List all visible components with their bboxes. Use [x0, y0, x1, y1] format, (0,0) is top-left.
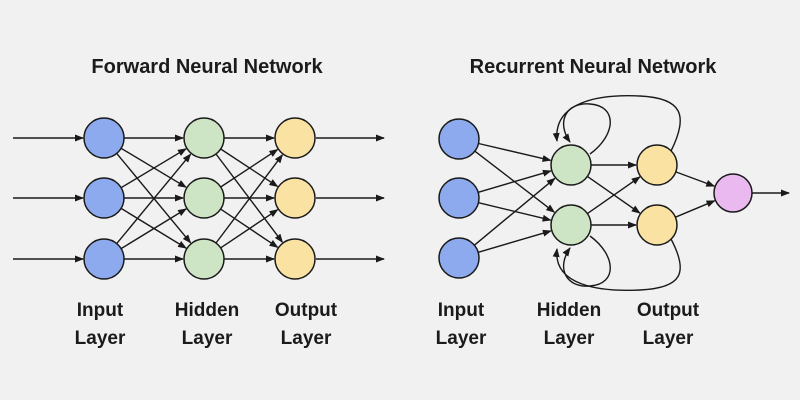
fnn-node-i2-input [83, 177, 125, 219]
fnn-node-i3-input [83, 238, 125, 280]
edge-rnn-i3-h1 [473, 177, 556, 246]
edge-fnn-h3-o1 [215, 154, 284, 244]
edge-rnn-i1-h1 [478, 142, 552, 162]
rnn-node-h1-hidden [550, 144, 592, 186]
edge-rnn-o1-c1 [675, 171, 716, 187]
fnn-node-o2-output [274, 177, 316, 219]
fnn-node-h2-hidden [183, 177, 225, 219]
edge-fnn-i3-h2 [120, 208, 187, 250]
rnn-title: Recurrent Neural Network [469, 56, 717, 78]
rnn-node-h2-hidden [550, 204, 592, 246]
fnn-node-o1-output [274, 117, 316, 159]
fnn-node-h3-hidden [183, 238, 225, 280]
edge-rnn-o2-c1 [675, 200, 716, 218]
fnn-title: Forward Neural Network [91, 56, 323, 78]
rnn-node-i2-input [438, 177, 480, 219]
edge-fnn-i2-h1 [120, 148, 187, 189]
rnn-output1-to-hidden1-feedback [552, 95, 681, 152]
rnn-node-c1-context [713, 173, 753, 213]
fnn-node-h1-hidden [183, 117, 225, 159]
rnn-node-i3-input [438, 237, 480, 279]
edge-fnn-h3-o2 [220, 209, 279, 249]
edge-rnn-i2-h1 [478, 169, 552, 193]
edge-fnn-h2-o1 [220, 149, 279, 188]
edge-rnn-h2-o1 [586, 176, 641, 215]
rnn-node-o1-output [636, 144, 678, 186]
fnn-node-o3-output [274, 238, 316, 280]
rnn-output2-to-hidden2-feedback [552, 238, 681, 292]
rnn-node-o2-output [636, 204, 678, 246]
edge-rnn-i3-h2 [478, 229, 552, 253]
fnn-node-i1-input [83, 117, 125, 159]
edge-fnn-i3-h1 [116, 153, 192, 245]
rnn-hidden1-self-loop [562, 103, 611, 155]
rnn-node-i1-input [438, 118, 480, 160]
